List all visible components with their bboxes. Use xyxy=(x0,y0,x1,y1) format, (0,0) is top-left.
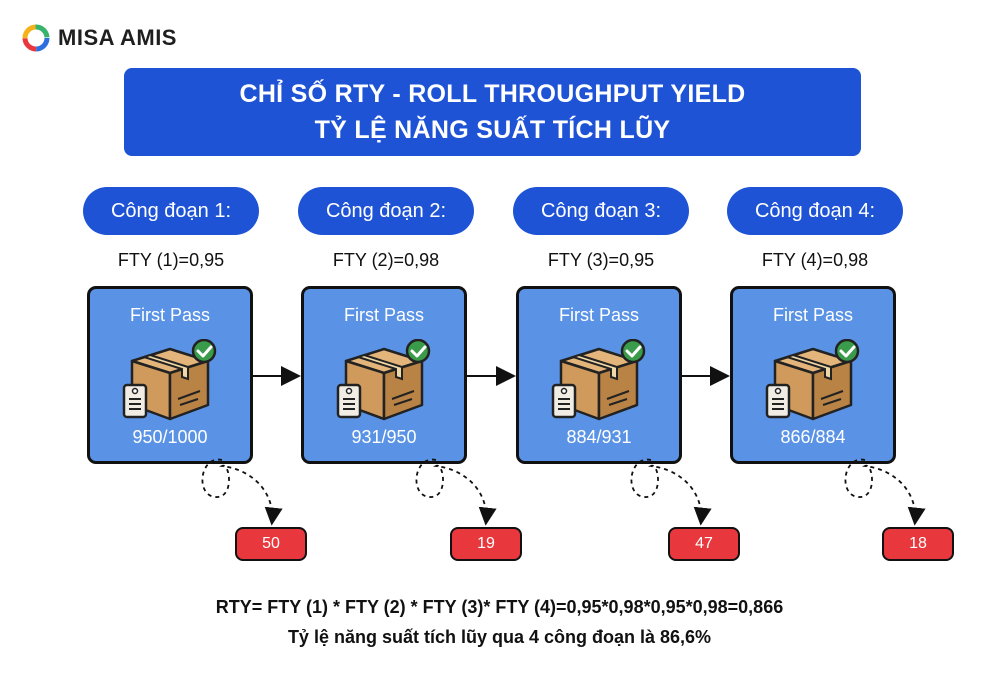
rty-formula: RTY= FTY (1) * FTY (2) * FTY (3)* FTY (4… xyxy=(215,597,784,617)
stage-card-3: First Pass 884/931 xyxy=(516,286,682,464)
defect-badge-3: 47 xyxy=(668,527,740,561)
card-ratio: 866/884 xyxy=(780,427,846,447)
stage-card-4: First Pass 866/884 xyxy=(730,286,896,464)
defect-flow-2 xyxy=(415,458,497,526)
brand-name: MISA AMIS xyxy=(58,25,177,50)
title-banner: CHỈ SỐ RTY - ROLL THROUGHPUT YIELD TỶ LỆ… xyxy=(124,68,861,156)
stage-label-1: Công đoạn 1: xyxy=(83,187,259,235)
defect-badge-2: 19 xyxy=(450,527,522,561)
fty-value-3: FTY (3)=0,95 xyxy=(547,250,655,270)
stage-card-2: First Pass 931/950 xyxy=(301,286,467,464)
rty-conclusion: Tỷ lệ năng suất tích lũy qua 4 công đoạn… xyxy=(287,627,712,647)
card-ratio: 884/931 xyxy=(566,427,632,447)
title-line-1: CHỈ SỐ RTY - ROLL THROUGHPUT YIELD xyxy=(239,80,746,108)
card-title: First Pass xyxy=(343,305,424,325)
defect-badge-4: 18 xyxy=(882,527,954,561)
package-check-icon xyxy=(334,339,434,425)
card-title: First Pass xyxy=(772,305,853,325)
card-title: First Pass xyxy=(558,305,639,325)
title-line-2: TỶ LỆ NĂNG SUẤT TÍCH LŨY xyxy=(314,116,671,144)
misa-logo-icon xyxy=(22,24,50,52)
defect-badge-1: 50 xyxy=(235,527,307,561)
card-ratio: 950/1000 xyxy=(132,427,208,447)
stage-card-1: First Pass 950/1000 xyxy=(87,286,253,464)
fty-value-4: FTY (4)=0,98 xyxy=(761,250,869,270)
stage-label-3: Công đoạn 3: xyxy=(513,187,689,235)
defect-flow-3 xyxy=(630,458,712,526)
defect-flow-1 xyxy=(201,458,283,526)
fty-value-2: FTY (2)=0,98 xyxy=(332,250,440,270)
stage-label-2: Công đoạn 2: xyxy=(298,187,474,235)
brand-logo: MISA AMIS xyxy=(22,24,177,52)
package-check-icon xyxy=(763,339,863,425)
package-check-icon xyxy=(120,339,220,425)
package-check-icon xyxy=(549,339,649,425)
stage-label-4: Công đoạn 4: xyxy=(727,187,903,235)
card-title: First Pass xyxy=(129,305,210,325)
card-ratio: 931/950 xyxy=(351,427,417,447)
defect-flow-4 xyxy=(844,458,926,526)
fty-value-1: FTY (1)=0,95 xyxy=(117,250,225,270)
